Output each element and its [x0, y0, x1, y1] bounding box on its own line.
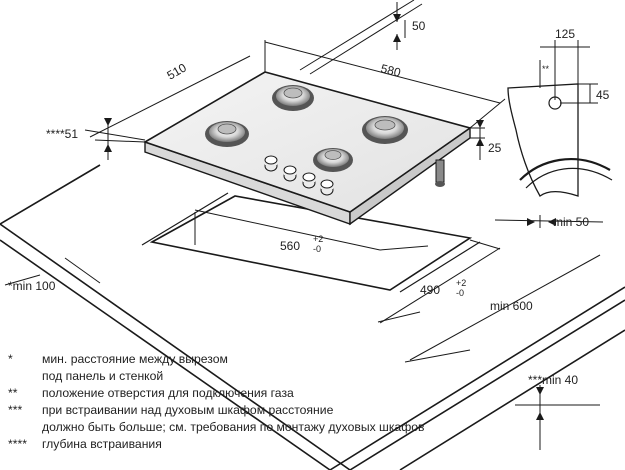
legend-mark: * — [8, 352, 13, 366]
burner-right — [362, 116, 408, 144]
dim-min600-label: min 600 — [490, 299, 533, 313]
legend-text: при встраивании над духовым шкафом расст… — [42, 403, 334, 417]
legend-row-3: *** при встраивании над духовым шкафом р… — [8, 402, 618, 419]
legend-text: мин. расстояние между вырезом — [42, 352, 228, 366]
legend-text: положение отверстия для подключения газа — [42, 386, 294, 400]
burner-front — [313, 148, 353, 172]
legend-row-3-cont: должно быть больше; см. требования по мо… — [8, 419, 618, 436]
gas-connector — [435, 159, 445, 187]
dim-560-tol-plus: +2 — [313, 234, 323, 244]
legend-mark: *** — [8, 403, 23, 417]
legend-row-1: * мин. расстояние между вырезом — [8, 351, 618, 368]
legend-mark: ** — [8, 386, 18, 400]
burner-left — [205, 121, 249, 147]
dim-490-tol-minus: -0 — [456, 288, 464, 298]
dim-45-label: 45 — [596, 88, 610, 102]
dim-50-label: 50 — [412, 19, 426, 33]
dim-min40-label: ***min 40 — [528, 373, 578, 387]
burner-rear — [272, 85, 314, 111]
legend-text: под панель и стенкой — [42, 369, 164, 383]
dim-560-tol-minus: -0 — [313, 244, 321, 254]
legend-text: глубина встраивания — [42, 437, 162, 451]
dim-510-label: 510 — [165, 60, 190, 82]
dim-125-label: 125 — [555, 27, 575, 41]
dimension-arrowheads — [104, 14, 556, 420]
dim-580-label: 580 — [379, 61, 402, 80]
legend-row-2: ** положение отверстия для подключения г… — [8, 385, 618, 402]
legend-text: должно быть больше; см. требования по мо… — [42, 420, 425, 434]
dim-min50-label: min 50 — [553, 215, 589, 229]
legend-row-1-cont: под панель и стенкой — [8, 368, 618, 385]
dim-560-label: 560 — [280, 239, 300, 253]
dim-490-tol-plus: +2 — [456, 278, 466, 288]
countertop-outline — [0, 164, 625, 470]
legend-row-4: **** глубина встраивания — [8, 436, 618, 453]
countertop-cutout — [141, 192, 481, 293]
dim-min100-label: *min 100 — [8, 279, 56, 293]
dim-490-label: 490 — [420, 283, 440, 297]
gas-inlet-detail — [507, 40, 613, 197]
control-knobs — [264, 155, 334, 196]
legend-mark: **** — [8, 437, 27, 451]
legend: * мин. расстояние между вырезом под пане… — [8, 351, 618, 453]
gas-hob — [143, 71, 472, 226]
dimension-lines — [4, 0, 604, 450]
dim-25-label: 25 — [488, 141, 502, 155]
dim-51-label: ****51 — [46, 127, 78, 141]
dim-gas-hole-mark: ** — [542, 64, 550, 74]
